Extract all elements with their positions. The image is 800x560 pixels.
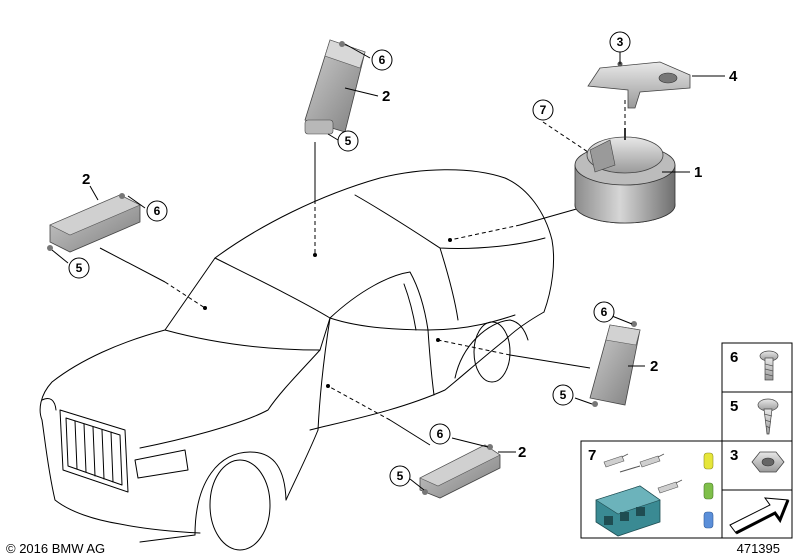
panel-num-6: 6 bbox=[730, 349, 738, 366]
callout-left-screw: 6 bbox=[154, 204, 161, 218]
arrow-symbol-icon bbox=[729, 497, 790, 535]
connector-kit-icon bbox=[595, 452, 714, 537]
callout-right-screw: 6 bbox=[601, 305, 608, 319]
callout-left-grommet: 5 bbox=[76, 261, 83, 275]
panel-cell-6[interactable] bbox=[721, 342, 793, 393]
callout-right-grommet: 5 bbox=[560, 388, 567, 402]
leader-lines bbox=[99, 100, 626, 446]
module-right[interactable] bbox=[589, 321, 641, 407]
callout-connector: 7 bbox=[540, 103, 547, 117]
callout-bracket-nut: 3 bbox=[617, 35, 624, 49]
callout-right-part: 2 bbox=[650, 358, 658, 375]
callout-bracket: 4 bbox=[729, 68, 738, 85]
torx-screw-icon bbox=[759, 350, 779, 381]
module-top[interactable] bbox=[304, 39, 366, 135]
diagram-number: 471395 bbox=[736, 541, 780, 556]
callout-bottom-grommet: 5 bbox=[397, 469, 404, 483]
callouts: 6 2 5 2 6 5 1 4 3 7 6 2 5 6 2 5 bbox=[68, 31, 738, 487]
copyright-text: © 2016 BMW AG bbox=[6, 541, 106, 556]
callout-siren: 1 bbox=[694, 164, 702, 181]
callout-left-part: 2 bbox=[82, 171, 90, 188]
callout-bottom-screw: 6 bbox=[437, 427, 444, 441]
grille-bars bbox=[74, 420, 114, 483]
module-left[interactable] bbox=[47, 193, 141, 253]
bracket[interactable] bbox=[587, 61, 691, 109]
parts-panel: 6 5 3 7 bbox=[580, 342, 793, 539]
callout-top-grommet: 5 bbox=[345, 134, 352, 148]
screw-icon bbox=[757, 398, 779, 435]
siren[interactable] bbox=[574, 128, 676, 224]
car-outline bbox=[39, 169, 555, 551]
nut-icon bbox=[751, 451, 785, 473]
callout-top-part: 2 bbox=[382, 88, 390, 105]
panel-num-7: 7 bbox=[588, 447, 596, 464]
panel-num-3: 3 bbox=[730, 447, 738, 464]
callout-top-screw: 6 bbox=[379, 53, 386, 67]
module-bottom[interactable] bbox=[419, 444, 501, 499]
callout-bottom-part: 2 bbox=[518, 444, 526, 461]
panel-num-5: 5 bbox=[730, 398, 738, 415]
